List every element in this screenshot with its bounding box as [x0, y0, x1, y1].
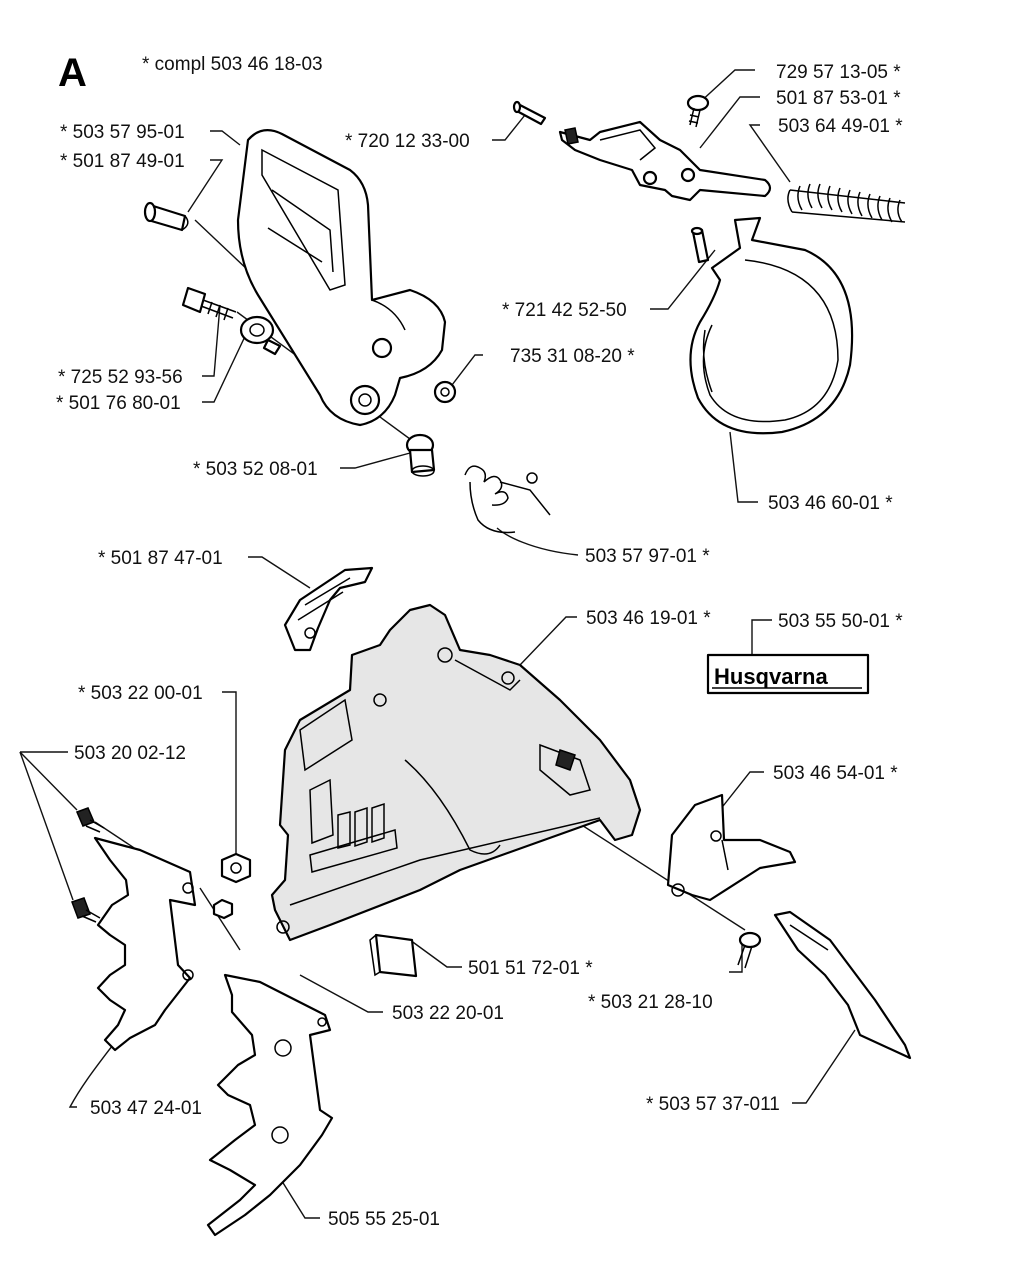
clutch-cover	[270, 603, 642, 942]
part-labels: * compl 503 46 18-03 729 57 13-05 * 501 …	[56, 54, 903, 1230]
cover-nut	[220, 852, 252, 884]
brake-band	[689, 216, 854, 435]
label-503466001: 503 46 60-01 *	[768, 493, 893, 514]
label-503520801: * 503 52 08-01	[193, 459, 318, 480]
pin-small	[512, 100, 547, 126]
label-720123300: * 720 12 33-00	[345, 131, 470, 152]
label-503461901: 503 46 19-01 *	[586, 608, 711, 629]
label-725529356: * 725 52 93-56	[58, 367, 183, 388]
pin-part	[143, 201, 189, 232]
label-505552501: 505 55 25-01	[328, 1209, 440, 1230]
screw-small	[686, 94, 710, 128]
screw-part	[181, 286, 237, 321]
pin-band	[690, 226, 710, 264]
label-501874701: * 501 87 47-01	[98, 548, 223, 569]
chain-brake-handle	[236, 129, 447, 427]
coil-spring	[787, 183, 906, 223]
chain-guide-plate	[666, 793, 797, 902]
label-503222001: 503 22 20-01	[392, 1003, 504, 1024]
rubber-pad	[369, 933, 418, 978]
torsion-spring	[464, 465, 551, 534]
guard-plate	[773, 910, 912, 1060]
label-503573701: * 503 57 37-011	[646, 1094, 780, 1115]
bushing-part	[239, 315, 282, 356]
label-503200212: 503 20 02-12	[74, 743, 186, 764]
label-729571305: 729 57 13-05 *	[776, 62, 901, 83]
spike-screws	[71, 807, 105, 923]
label-721425250: * 721 42 52-50	[502, 300, 627, 321]
label-503472401: 503 47 24-01	[90, 1098, 202, 1119]
label-503644901: 503 64 49-01 *	[778, 116, 903, 137]
label-503465401: 503 46 54-01 *	[773, 763, 898, 784]
label-501768001: * 501 76 80-01	[56, 393, 181, 414]
label-501874901: * 501 87 49-01	[60, 151, 185, 172]
spike-nut	[212, 898, 234, 920]
husqvarna-decal: Husqvarna	[706, 653, 870, 695]
bumper-spike-outer	[206, 973, 334, 1237]
bumper-spike-inner	[93, 836, 197, 1052]
brake-lever	[558, 120, 772, 202]
section-letter: A	[58, 51, 87, 95]
label-503579501: * 503 57 95-01	[60, 122, 185, 143]
label-501875301: 501 87 53-01 *	[776, 88, 901, 109]
spring-clip	[283, 566, 374, 652]
label-735310820: 735 31 08-20 *	[510, 346, 635, 367]
nut-part	[433, 380, 457, 404]
decal-brand-text: Husqvarna	[714, 664, 828, 689]
label-503220001: * 503 22 00-01	[78, 683, 203, 704]
label-501517201: 501 51 72-01 *	[468, 958, 593, 979]
cover-screw	[737, 931, 762, 969]
label-503579701: 503 57 97-01 *	[585, 546, 710, 567]
label-503555001: 503 55 50-01 *	[778, 611, 903, 632]
label-compl: * compl 503 46 18-03	[142, 54, 323, 75]
sleeve-part	[405, 433, 436, 477]
label-503212810: * 503 21 28-10	[588, 992, 713, 1013]
